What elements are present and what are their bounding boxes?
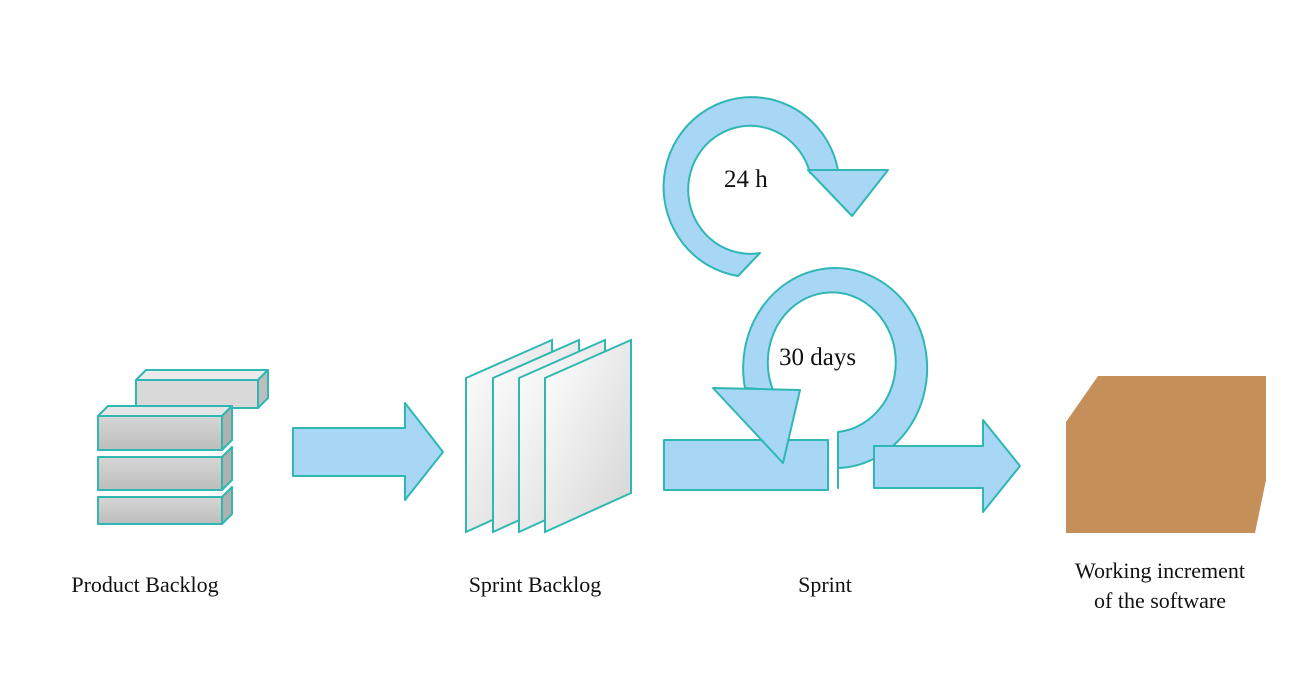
sprint-backlog-icon (465, 338, 632, 534)
sprint-cycle-icon (662, 96, 1021, 513)
flow-arrow-1 (292, 402, 444, 501)
product-backlog-label: Product Backlog (71, 572, 219, 597)
sprint-backlog-label: Sprint Backlog (468, 572, 602, 597)
increment-label: Working increment of the software (1030, 556, 1290, 615)
increment-label-line-1: Working increment (1075, 558, 1245, 583)
sprint-cycle-label: 30 days (779, 344, 857, 371)
daily-cycle-label: 24 h (724, 166, 768, 193)
software-increment-box-icon (1066, 376, 1266, 533)
sprint-label: Sprint (798, 572, 852, 597)
increment-label-line-2: of the software (1094, 587, 1226, 613)
product-backlog-icon (97, 369, 269, 525)
